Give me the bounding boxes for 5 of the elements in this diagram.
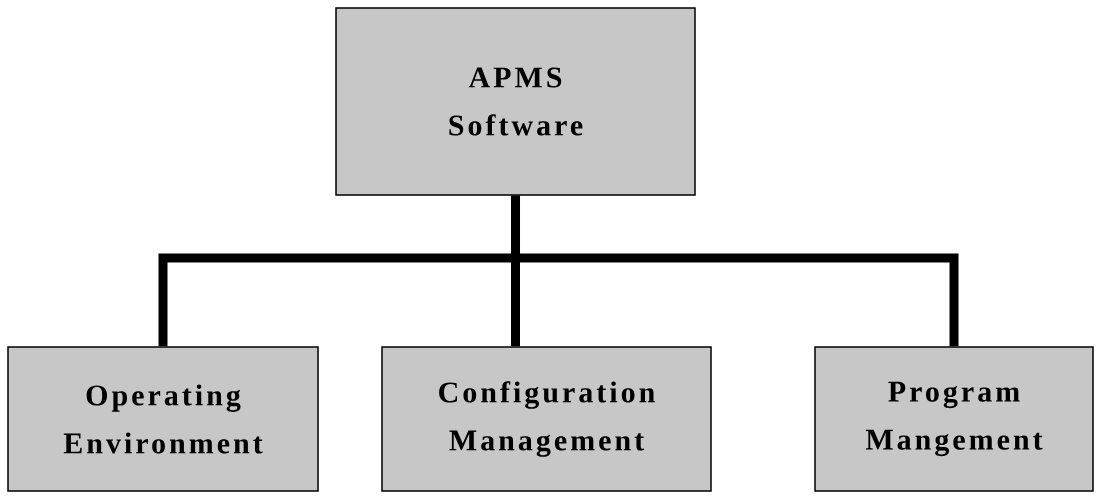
connector — [511, 195, 959, 347]
box: APMS Software — [335, 7, 696, 196]
box: Program Mangement — [814, 346, 1094, 492]
box: Operating Environment — [7, 346, 319, 492]
box: Configuration Management — [381, 346, 712, 492]
